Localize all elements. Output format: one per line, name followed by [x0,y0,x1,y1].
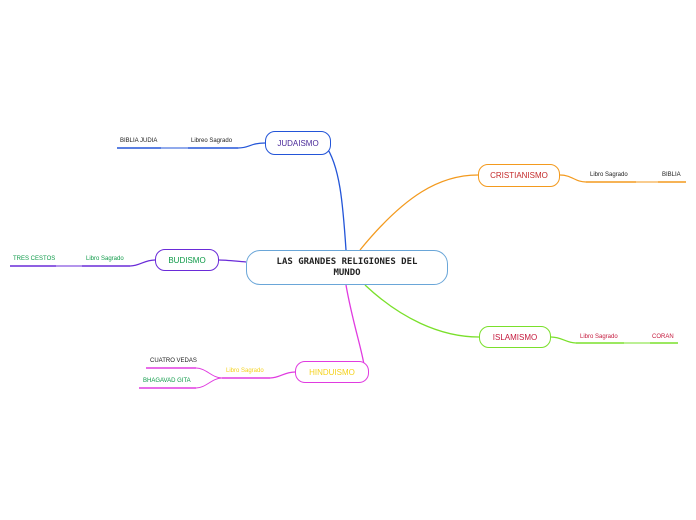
link-hinduismo-leaf-2 [195,377,223,389]
link-budismo [218,259,247,263]
link-cristianismo [359,174,479,251]
central-topic[interactable]: LAS GRANDES RELIGIONES DEL MUNDO [246,250,448,285]
central-topic-label: LAS GRANDES RELIGIONES DEL MUNDO [276,256,418,278]
relation-islamismo[interactable]: Libro Sagrado [580,334,618,340]
relation-cristianismo[interactable]: Libro Sagrado [590,172,628,178]
link-hinduismo-relation [269,371,296,379]
topic-budismo-label: BUDISMO [168,255,206,265]
leaf-cuatro-vedas[interactable]: CUATRO VEDAS [150,358,197,364]
link-cristianismo-relation [559,174,587,183]
relation-hinduismo[interactable]: Libro Sagrado [226,368,264,374]
leaf-bhagavad-gita[interactable]: BHAGAVAD GITA [143,378,191,384]
link-hinduismo [345,284,365,366]
topic-cristianismo[interactable]: CRISTIANISMO [478,164,560,187]
topic-islamismo-label: ISLAMISMO [492,332,538,342]
link-islamismo-relation [550,336,577,344]
link-budismo-relation [129,259,156,267]
leaf-biblia[interactable]: BIBLIA [662,172,681,178]
relation-budismo[interactable]: Libro Sagrado [86,256,124,262]
topic-islamismo[interactable]: ISLAMISMO [479,326,551,348]
topic-hinduismo[interactable]: HINDUISMO [295,361,369,383]
topic-judaismo-label: JUDAISMO [277,138,319,148]
link-islamismo [364,284,480,338]
link-judaismo-relation [237,142,266,149]
link-judaismo [324,144,347,251]
topic-budismo[interactable]: BUDISMO [155,249,219,271]
relation-judaismo[interactable]: Libreo Sagrado [191,138,233,144]
leaf-biblia-judia[interactable]: BIBLIA JUDIA [120,138,158,144]
link-hinduismo-leaf-1 [195,367,223,379]
topic-judaismo[interactable]: JUDAISMO [265,131,331,155]
topic-hinduismo-label: HINDUISMO [309,367,355,377]
leaf-coran[interactable]: CORAN [652,334,674,340]
leaf-tres-cestos[interactable]: TRES CESTOS [13,256,56,262]
topic-cristianismo-label: CRISTIANISMO [490,171,548,180]
